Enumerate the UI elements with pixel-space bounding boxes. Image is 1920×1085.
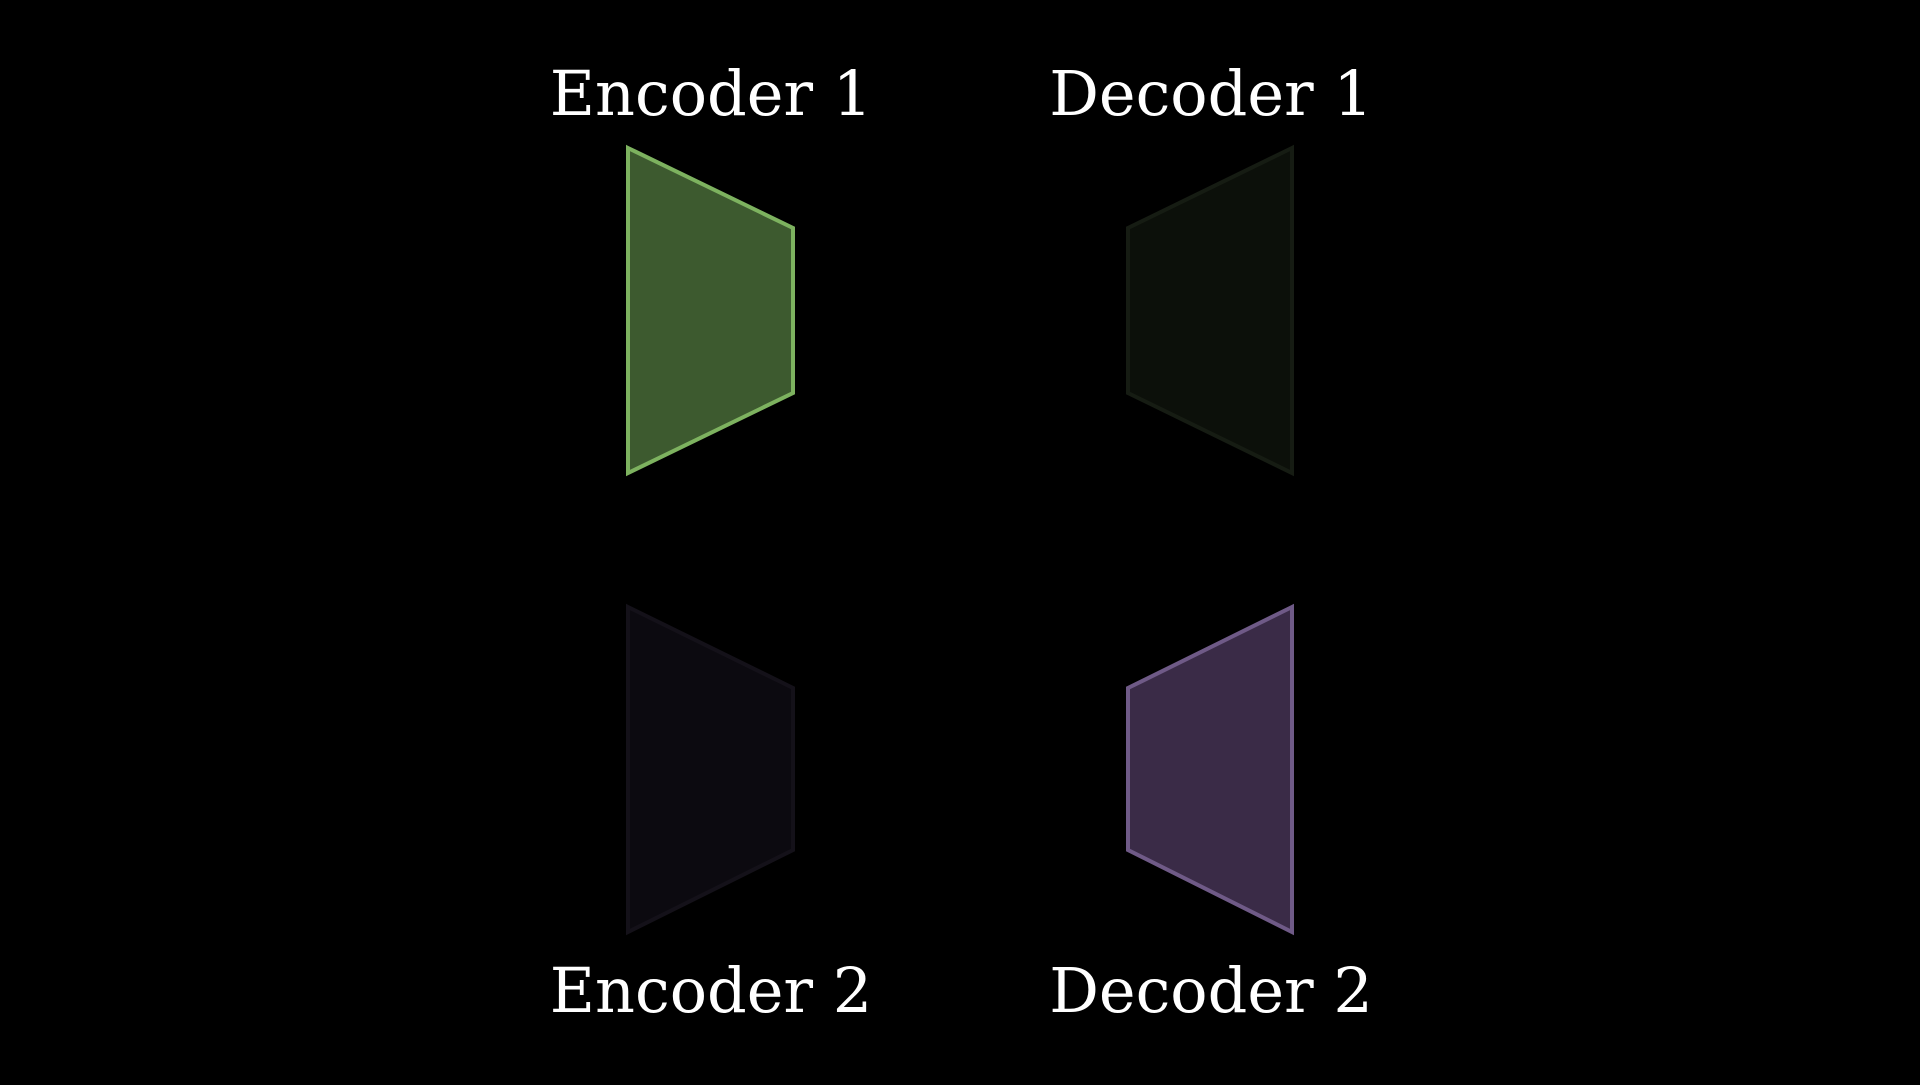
- decoder-1-label: Decoder 1: [1049, 57, 1373, 130]
- decoder-1-trapezoid: [1126, 144, 1294, 477]
- encoder-2-trapezoid: [626, 603, 795, 936]
- encoder-1-label: Encoder 1: [549, 57, 873, 130]
- decoder-2-label: Decoder 2: [1049, 954, 1373, 1027]
- decoder-2-trapezoid: [1126, 603, 1294, 936]
- encoder-2-label: Encoder 2: [549, 954, 873, 1027]
- encoder-1-trapezoid: [626, 144, 795, 477]
